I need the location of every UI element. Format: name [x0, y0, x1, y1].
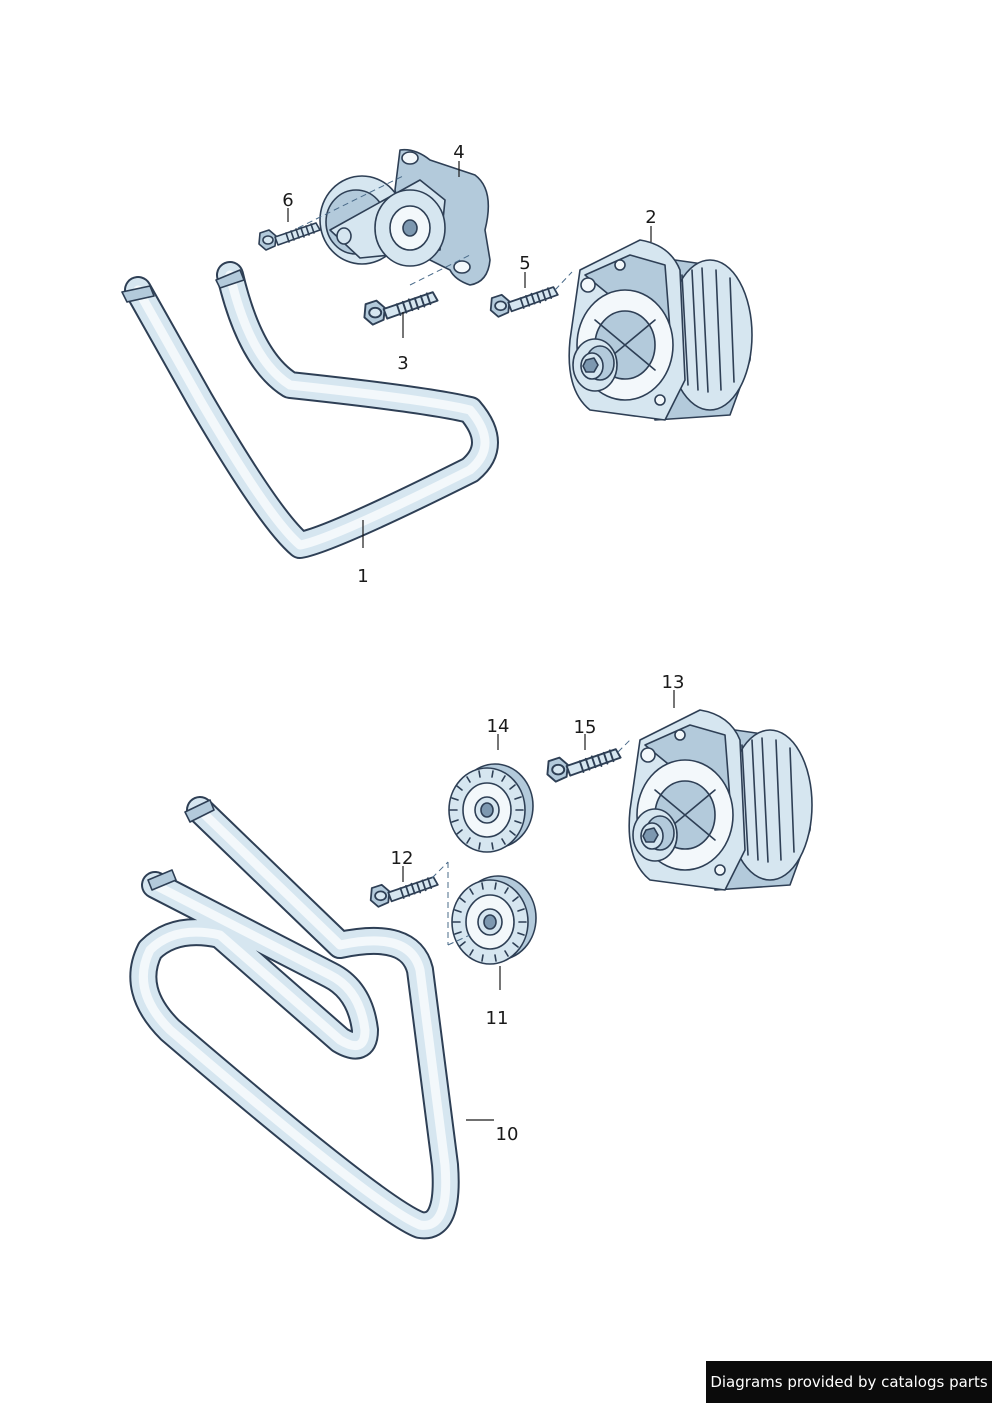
callout-13: 13 — [662, 672, 685, 693]
callout-12: 12 — [391, 848, 414, 869]
bottom-assembly: 10 11 12 13 14 15 — [129, 672, 813, 1240]
callout-4: 4 — [453, 142, 464, 163]
callout-14: 14 — [487, 716, 510, 737]
part-10-poly-v-belt — [129, 796, 460, 1240]
part-12-bolt — [369, 861, 449, 908]
part-6-bolt — [258, 222, 321, 251]
callout-11: 11 — [486, 1008, 509, 1029]
top-assembly: 1 2 3 4 5 6 — [121, 142, 753, 587]
footer-credit-text: Diagrams provided by catalogs parts — [710, 1373, 988, 1391]
part-5-bolt — [489, 271, 573, 318]
callout-3: 3 — [397, 353, 408, 374]
part-1-poly-v-belt — [121, 261, 499, 559]
footer-credit-banner: Diagrams provided by catalogs parts — [706, 1361, 992, 1403]
part-15-bolt — [546, 737, 633, 783]
callout-2: 2 — [645, 207, 656, 228]
callout-6: 6 — [282, 190, 293, 211]
callout-15: 15 — [574, 717, 597, 738]
callout-1: 1 — [357, 566, 368, 587]
callout-5: 5 — [519, 253, 530, 274]
part-2-alternator — [568, 239, 753, 421]
part-11-idler-pulley — [447, 862, 537, 965]
part-13-alternator — [628, 709, 813, 891]
part-14-idler-pulley — [448, 763, 534, 853]
part-3-bolt — [363, 291, 439, 326]
callout-10: 10 — [496, 1124, 519, 1145]
part-4-belt-tensioner — [297, 148, 491, 286]
